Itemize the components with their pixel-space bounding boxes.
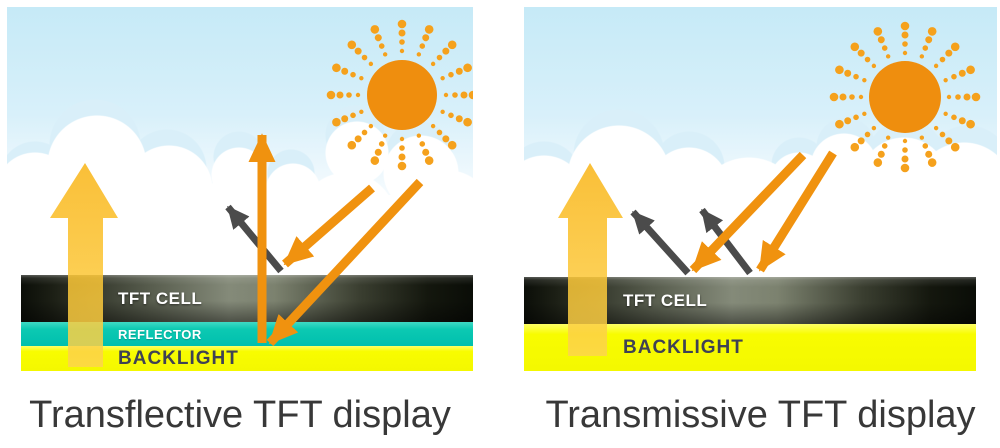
- sky-background: [524, 7, 997, 277]
- backlight-layer: BACKLIGHT: [21, 346, 473, 371]
- sky-background: [7, 7, 473, 275]
- backlight-label: BACKLIGHT: [118, 347, 239, 369]
- tft-cell-label: TFT CELL: [118, 288, 203, 308]
- reflector-label: REFLECTOR: [118, 326, 202, 342]
- panel-caption: Transflective TFT display: [29, 394, 451, 436]
- transflective-panel: TFT CELL REFLECTOR BACKLIGHT: [7, 7, 473, 448]
- reflector-layer: REFLECTOR: [21, 322, 473, 346]
- backlight-layer: BACKLIGHT: [524, 324, 976, 371]
- transmissive-panel: TFT CELL BACKLIGHT Transmissive TFT disp…: [524, 7, 997, 448]
- tft-cell-layer: TFT CELL: [21, 275, 473, 322]
- panel-caption: Transmissive TFT display: [545, 394, 976, 436]
- backlight-label: BACKLIGHT: [623, 336, 744, 358]
- tft-cell-layer: TFT CELL: [524, 277, 976, 324]
- tft-cell-label: TFT CELL: [623, 290, 708, 310]
